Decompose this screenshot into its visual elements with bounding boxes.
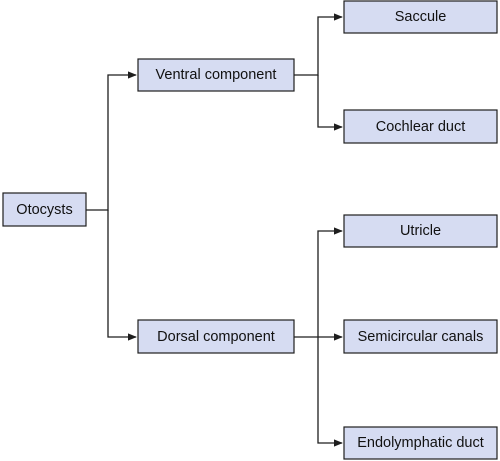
node-otocysts-label: Otocysts — [16, 202, 72, 218]
node-otocysts: Otocysts — [2, 192, 87, 227]
edge-ventral-to-saccule — [294, 13, 343, 76]
node-cochlear-duct: Cochlear duct — [343, 109, 498, 144]
edge-dorsal-to-utricle — [317, 227, 343, 337]
node-cochlear-duct-label: Cochlear duct — [376, 119, 465, 135]
node-semicircular-canals: Semicircular canals — [343, 319, 498, 354]
edge-ventral-to-cochlear-duct — [317, 75, 343, 131]
node-utricle-label: Utricle — [400, 223, 441, 239]
edge-otocysts-to-dorsal — [107, 210, 137, 341]
node-saccule: Saccule — [343, 0, 498, 34]
node-ventral-component-label: Ventral component — [156, 67, 277, 83]
node-utricle: Utricle — [343, 214, 498, 248]
node-dorsal-component-label: Dorsal component — [157, 329, 275, 345]
node-endolymphatic-duct: Endolymphatic duct — [343, 426, 498, 460]
node-dorsal-component: Dorsal component — [137, 319, 295, 354]
node-ventral-component: Ventral component — [137, 58, 295, 92]
node-endolymphatic-duct-label: Endolymphatic duct — [357, 435, 484, 451]
edge-otocysts-to-ventral — [86, 71, 137, 211]
node-semicircular-canals-label: Semicircular canals — [358, 329, 484, 345]
edge-dorsal-to-endolymphatic-duct — [317, 337, 343, 447]
node-saccule-label: Saccule — [395, 9, 447, 25]
